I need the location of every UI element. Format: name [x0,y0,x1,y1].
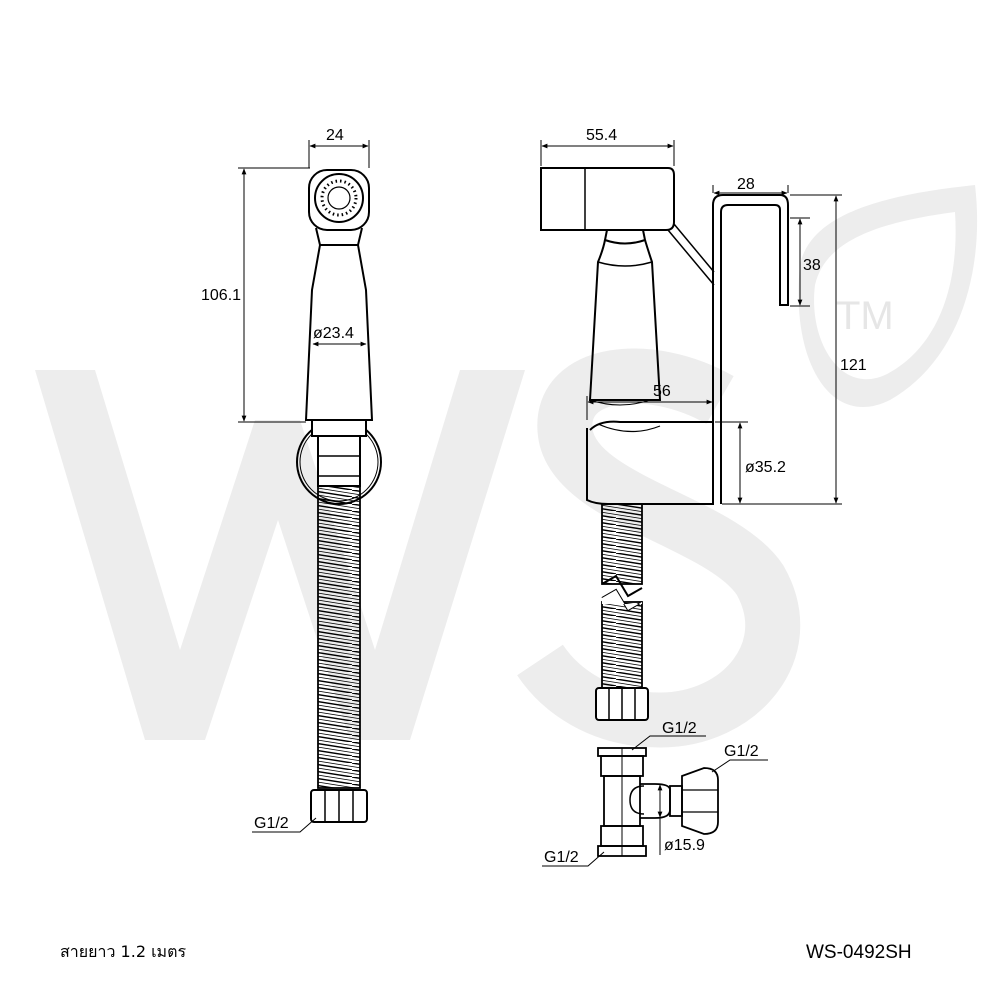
wall-bracket [712,194,789,504]
dim-tee-diameter: ø15.9 [664,837,705,854]
dim-head-length: 55.4 [586,127,617,144]
watermark-w-shape [35,370,525,740]
dim-head-width: 24 [326,127,344,144]
watermark-logo: TM [35,185,978,748]
tee-valve [597,747,719,857]
dim-handle-diameter: ø23.4 [313,325,354,342]
dim-tee-side-thread: G1/2 [724,743,759,760]
dim-hose-thread: G1/2 [254,815,289,832]
spray-nozzle-dots [320,179,358,217]
front-view-labels: 24 106.1 ø23.4 G1/2 [201,127,354,832]
spray-nozzle-outer [314,173,364,223]
model-code: WS-0492SH [806,942,912,963]
dim-bracket-hook: 38 [803,257,821,274]
dim-tee-top-thread: G1/2 [662,720,697,737]
watermark-trademark: TM [836,294,894,338]
hose [317,485,361,789]
side-spray-head [540,167,675,231]
front-view [238,140,382,833]
side-hose-lower [601,601,643,689]
dim-holder-diameter: ø35.2 [745,459,786,476]
dim-tee-bottom-thread: G1/2 [544,849,579,866]
handle-body [304,244,374,421]
spray-head [308,169,370,231]
dim-total-height: 106.1 [201,287,241,304]
watermark-leaf-cut [814,212,956,380]
hose-length-note: สายยาว 1.2 เมตร [60,942,186,961]
dim-bracket-height: 121 [840,357,867,374]
side-view-labels: 55.4 28 38 121 56 ø35.2 G1/2 G1/2 ø15.9 … [544,127,867,866]
side-hose-upper [601,503,643,585]
dim-bracket-depth: 28 [737,176,755,193]
side-view [540,140,842,867]
dim-holder-length: 56 [653,383,671,400]
